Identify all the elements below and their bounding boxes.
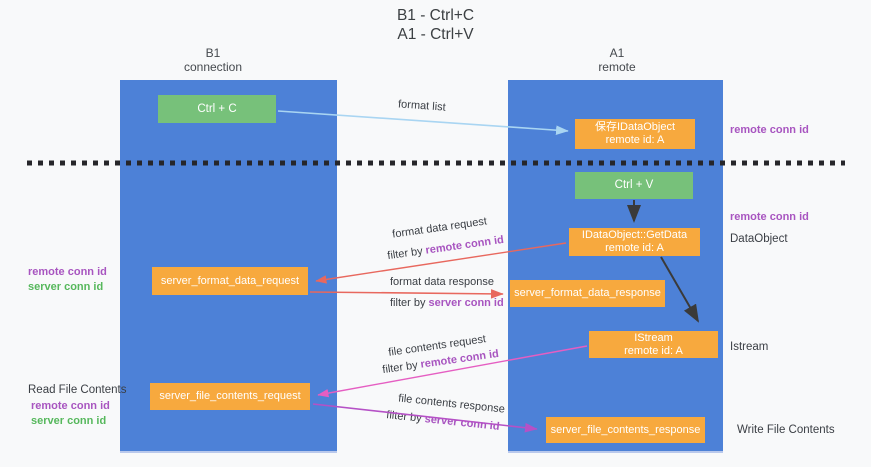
title-line-2: A1 - Ctrl+V xyxy=(397,26,474,43)
lifeline-a1-role: remote xyxy=(598,60,636,74)
server-conn-id-annotation-left-1: server conn id xyxy=(28,281,104,293)
server-file-contents-response-box: server_file_contents_response xyxy=(546,417,705,443)
getdata-box: IDataObject::GetData remote id: A xyxy=(569,228,700,256)
ctrl-c-box: Ctrl + C xyxy=(158,95,276,123)
server-conn-id-highlight: server conn id xyxy=(424,413,501,433)
server-format-data-response-label: server_format_data_response xyxy=(514,287,661,299)
server-file-contents-request-box: server_file_contents_request xyxy=(150,383,310,410)
ctrl-c-label: Ctrl + C xyxy=(197,102,237,115)
ctrl-v-label: Ctrl + V xyxy=(614,179,654,191)
server-conn-id-annotation-left-2: server conn id xyxy=(31,415,107,427)
format-list-label: format list xyxy=(397,98,447,114)
remote-conn-id-annotation-top-right: remote conn id xyxy=(730,124,809,136)
server-file-contents-response-label: server_file_contents_response xyxy=(550,423,701,436)
ctrl-v-box: Ctrl + V xyxy=(575,172,693,199)
filter-by-text: filter by xyxy=(385,409,426,426)
filter-by-text: filter by xyxy=(390,297,429,309)
lifeline-a1-name: A1 xyxy=(609,46,625,60)
remote-conn-id-annotation-left-2: remote conn id xyxy=(31,400,110,412)
istream-box: IStream remote id: A xyxy=(589,331,718,358)
format-data-response-label: format data response xyxy=(390,276,494,288)
save-dataobject-box: 保存IDataObject remote id: A xyxy=(575,119,695,149)
filter-by-text: filter by xyxy=(386,244,427,263)
remote-conn-id-annotation-mid-right: remote conn id xyxy=(730,211,809,223)
diagram-title: B1 - Ctrl+C A1 - Ctrl+V xyxy=(0,6,871,44)
server-format-data-request-box: server_format_data_request xyxy=(152,267,308,295)
remote-conn-id-annotation-left-1: remote conn id xyxy=(28,266,107,278)
remote-conn-id-highlight: remote conn id xyxy=(424,233,505,257)
read-file-contents-annotation: Read File Contents xyxy=(28,384,127,396)
title-line-1: B1 - Ctrl+C xyxy=(396,7,475,24)
save-dataobject-line1: 保存IDataObject xyxy=(594,121,676,133)
server-file-contents-request-label: server_file_contents_request xyxy=(159,390,301,402)
server-format-data-request-label: server_format_data_request xyxy=(160,274,300,287)
server-conn-id-highlight: server conn id xyxy=(428,297,504,309)
filter-by-server-conn-id-label-1: filter by server conn id xyxy=(390,297,504,310)
save-dataobject-line2: remote id: A xyxy=(605,134,665,146)
write-file-contents-annotation: Write File Contents xyxy=(737,424,835,436)
lifeline-b1-role: connection xyxy=(183,60,243,74)
filter-by-text: filter by xyxy=(381,358,422,377)
server-format-data-response-box: server_format_data_response xyxy=(510,280,665,307)
lifeline-header-b1: B1 connection xyxy=(158,46,268,74)
getdata-line2: remote id: A xyxy=(605,242,664,254)
format-data-response-arrow xyxy=(309,289,504,299)
istream-line1: IStream xyxy=(634,331,673,344)
dataobject-annotation: DataObject xyxy=(730,233,788,245)
istream-line2: remote id: A xyxy=(624,344,683,357)
lifeline-header-a1: A1 remote xyxy=(562,46,672,74)
istream-annotation: Istream xyxy=(730,341,769,353)
lifeline-b1-name: B1 xyxy=(205,46,221,60)
getdata-line1: IDataObject::GetData xyxy=(581,229,688,241)
